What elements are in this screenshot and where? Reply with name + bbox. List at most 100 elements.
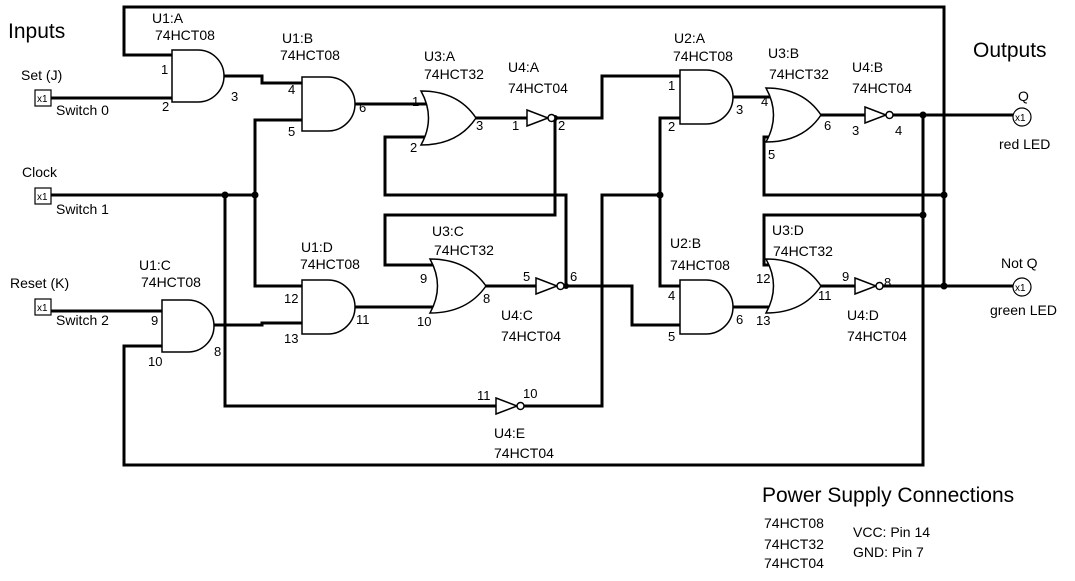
inputs-heading: Inputs (8, 20, 65, 43)
not-gate-u4e (495, 396, 525, 416)
svg-text:12: 12 (284, 291, 298, 306)
or-gate-u3b (764, 87, 822, 143)
led-not-q: x1 (1012, 277, 1032, 297)
svg-text:9: 9 (420, 271, 427, 286)
svg-text:U3:B: U3:B (768, 45, 799, 61)
svg-text:6: 6 (824, 118, 831, 133)
not-gate-u4c (535, 276, 565, 296)
svg-text:1: 1 (668, 78, 675, 93)
svg-text:4: 4 (895, 123, 902, 138)
svg-text:1: 1 (161, 62, 168, 77)
svg-text:U1:D: U1:D (301, 239, 333, 255)
power-supply-table: 74HCT08 74HCT32 74HCT04 VCC: Pin 14 GND:… (764, 515, 930, 571)
svg-text:8: 8 (884, 275, 891, 290)
svg-text:74HCT04: 74HCT04 (494, 445, 554, 461)
svg-text:2: 2 (162, 99, 169, 114)
svg-text:U1:B: U1:B (282, 30, 313, 46)
svg-text:4: 4 (288, 82, 295, 97)
svg-text:x1: x1 (1015, 283, 1026, 294)
svg-text:11: 11 (477, 388, 491, 403)
svg-text:1: 1 (512, 118, 519, 133)
svg-text:10: 10 (523, 386, 537, 401)
power-heading: Power Supply Connections (762, 484, 1014, 507)
svg-text:10: 10 (417, 314, 431, 329)
svg-text:74HCT04: 74HCT04 (508, 80, 568, 96)
svg-text:74HCT04: 74HCT04 (852, 80, 912, 96)
and-gate-u2b (679, 279, 734, 335)
or-gate-u3c (428, 258, 487, 314)
svg-text:x1: x1 (37, 94, 48, 105)
svg-text:74HCT08: 74HCT08 (670, 257, 730, 273)
switch-1[interactable]: x1 (34, 187, 52, 205)
svg-text:x1: x1 (1015, 113, 1026, 124)
svg-text:74HCT08: 74HCT08 (280, 47, 340, 63)
svg-text:U4:D: U4:D (847, 307, 879, 323)
switch-2-label: Switch 2 (56, 312, 109, 328)
svg-text:74HCT08: 74HCT08 (141, 274, 201, 290)
and-gate-u1c (161, 299, 215, 353)
svg-text:4: 4 (668, 288, 675, 303)
svg-text:9: 9 (151, 313, 158, 328)
svg-text:74HCT08: 74HCT08 (764, 515, 824, 531)
svg-text:2: 2 (558, 118, 565, 133)
svg-text:U3:A: U3:A (424, 48, 456, 64)
switch-2[interactable]: x1 (34, 298, 52, 316)
svg-text:74HCT04: 74HCT04 (764, 555, 824, 571)
svg-text:U2:B: U2:B (670, 235, 701, 251)
svg-text:13: 13 (284, 331, 298, 346)
and-gate-u1b (301, 76, 356, 132)
outputs-heading: Outputs (973, 39, 1047, 62)
svg-text:5: 5 (523, 269, 530, 284)
not-gate-u4a (526, 108, 556, 128)
svg-text:74HCT08: 74HCT08 (300, 256, 360, 272)
svg-text:8: 8 (483, 291, 490, 306)
svg-text:U1:A: U1:A (152, 10, 184, 26)
set-label: Set (J) (21, 67, 62, 83)
wires (48, 5, 1014, 467)
and-gate-u1d (301, 279, 356, 335)
svg-text:VCC: Pin 14: VCC: Pin 14 (853, 524, 930, 540)
svg-text:U4:C: U4:C (501, 307, 533, 323)
green-led-label: green LED (990, 302, 1057, 318)
svg-text:74HCT04: 74HCT04 (501, 328, 561, 344)
svg-text:2: 2 (410, 140, 417, 155)
not-gate-u4b (864, 105, 894, 125)
svg-text:8: 8 (214, 344, 221, 359)
svg-text:6: 6 (570, 269, 577, 284)
pin-numbers: 1 2 3 4 5 6 9 10 8 12 13 11 1 2 3 9 10 8… (148, 62, 902, 403)
svg-text:74HCT32: 74HCT32 (764, 536, 824, 552)
svg-text:5: 5 (288, 124, 295, 139)
q-label: Q (1018, 88, 1029, 104)
svg-text:10: 10 (148, 354, 162, 369)
svg-text:74HCT08: 74HCT08 (673, 48, 733, 64)
reset-label: Reset (K) (10, 275, 69, 291)
and-gate-u1a (171, 49, 225, 103)
svg-text:74HCT32: 74HCT32 (424, 66, 484, 82)
led-q: x1 (1012, 107, 1032, 127)
svg-text:4: 4 (761, 94, 768, 109)
svg-text:U3:C: U3:C (432, 223, 464, 239)
svg-text:x1: x1 (37, 192, 48, 203)
svg-text:6: 6 (736, 312, 743, 327)
svg-text:3: 3 (231, 89, 238, 104)
svg-text:3: 3 (736, 102, 743, 117)
svg-text:5: 5 (668, 329, 675, 344)
gate-labels: U1:A 74HCT08 U1:B 74HCT08 U1:C 74HCT08 U… (139, 10, 912, 461)
svg-text:74HCT04: 74HCT04 (847, 328, 907, 344)
svg-text:74HCT32: 74HCT32 (769, 66, 829, 82)
svg-text:x1: x1 (37, 303, 48, 314)
svg-text:9: 9 (842, 269, 849, 284)
svg-text:U4:B: U4:B (852, 59, 883, 75)
svg-text:74HCT08: 74HCT08 (155, 27, 215, 43)
or-gate-u3d (764, 258, 822, 314)
not-q-label: Not Q (1001, 255, 1038, 271)
clock-label: Clock (22, 164, 58, 180)
switch-0[interactable]: x1 (34, 89, 52, 107)
svg-text:3: 3 (476, 118, 483, 133)
svg-text:5: 5 (768, 147, 775, 162)
and-gate-u2a (679, 69, 734, 125)
svg-text:U2:A: U2:A (674, 30, 706, 46)
svg-text:1: 1 (412, 94, 419, 109)
svg-text:13: 13 (756, 313, 770, 328)
